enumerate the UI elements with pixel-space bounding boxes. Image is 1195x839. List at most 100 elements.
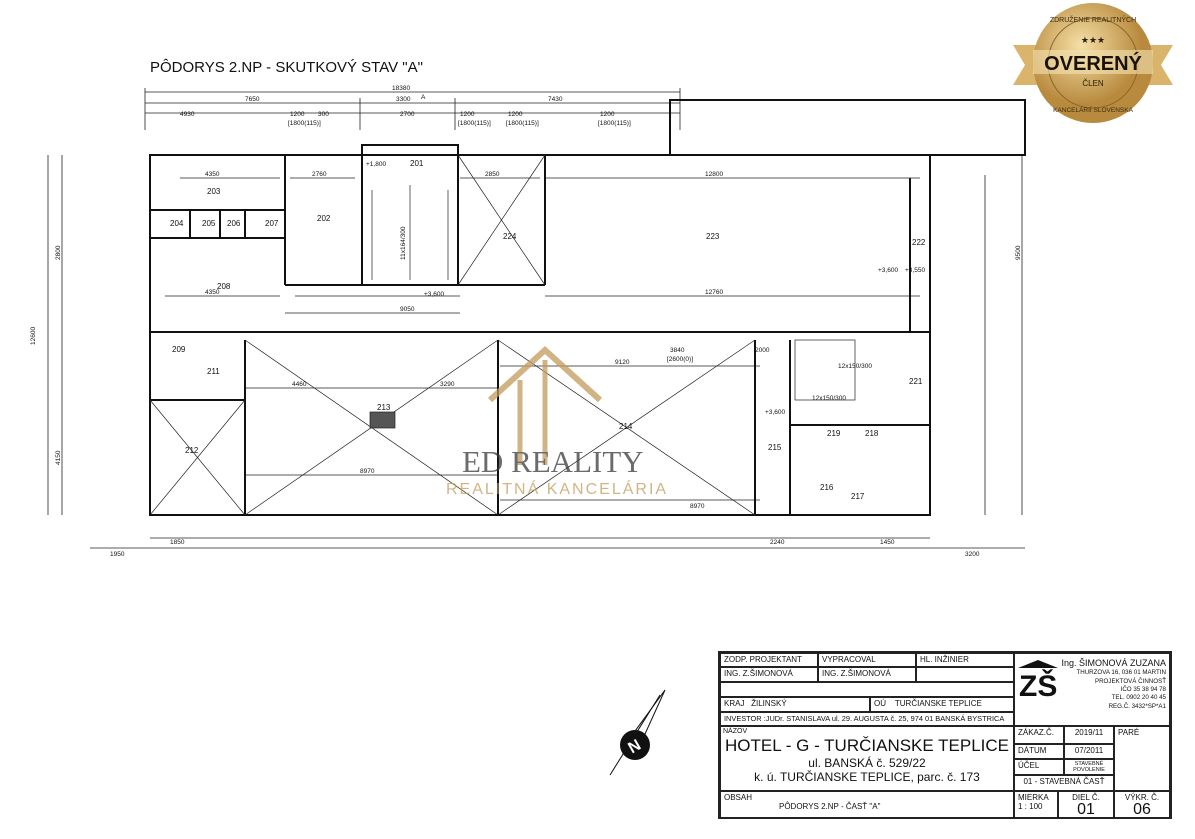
room-205: 205 <box>202 219 216 228</box>
zakaz-value: 2019/11 <box>1064 726 1114 744</box>
firm-cell: ZŠ Ing. ŠIMONOVÁ ZUZANA THURZOVA 16, 036… <box>1014 653 1170 726</box>
north-arrow: N <box>609 689 666 776</box>
obsah-cell: OBSAH PÔDORYS 2.NP - ČASŤ "A" <box>720 791 1014 819</box>
kraj-cell: KRAJ ŽILINSKÝ <box>720 697 870 712</box>
firm-address: THURZOVA 16, 036 01 MARTIN <box>1076 669 1166 677</box>
vykres-value: 06 <box>1133 801 1151 818</box>
room-214: 214 <box>619 422 633 431</box>
watermark-brand: ED REALITY <box>462 444 644 479</box>
diel-value: 01 <box>1077 801 1095 818</box>
firm-tel: TEL. 0902 20 40 45 <box>1111 694 1166 702</box>
vykres-cell: VÝKR. Č.06 <box>1114 791 1170 819</box>
room-213: 213 <box>377 403 391 412</box>
drawing-title: PÔDORYS 2.NP - SKUTKOVÝ STAV "A" <box>150 59 423 76</box>
dim-bottom: 3200 <box>965 551 980 558</box>
dim-window-spec: [1800(115)] <box>288 120 321 127</box>
verified-member-badge: ZDRUŽENIE REALITNÝCH ★★★ OVERENÝ ČLEN KA… <box>1013 3 1173 123</box>
dim-inner: 9050 <box>400 306 415 313</box>
dim-inner: 2850 <box>485 171 500 178</box>
diel-label: DIEL Č. <box>1072 793 1100 802</box>
stairs-and-voids <box>149 154 856 516</box>
room-223: 223 <box>706 232 720 241</box>
dim-inner: 8970 <box>690 503 705 510</box>
dim-inner: 2760 <box>312 171 327 178</box>
room-217: 217 <box>851 492 865 501</box>
firm-activity: PROJEKTOVÁ ČINNOSŤ <box>1094 677 1166 685</box>
empty-cell <box>720 682 1014 697</box>
dim-bottom: 2240 <box>770 539 785 546</box>
room-219: 219 <box>827 429 841 438</box>
watermark-subtitle: REALITNÁ KANCELÁRIA <box>446 479 668 498</box>
dim-left: 4150 <box>55 450 62 465</box>
walls <box>149 99 1026 516</box>
dim-inner: 3290 <box>440 381 455 388</box>
dim-right: 9500 <box>1015 245 1022 260</box>
dim-window: 1200 <box>290 111 305 118</box>
kraj-label: KRAJ <box>724 699 745 708</box>
dim-total: 18380 <box>392 85 410 92</box>
level-mark: +3,600 <box>424 291 444 298</box>
ou-cell: OÚ TURČIANSKE TEPLICE <box>870 697 1014 712</box>
badge-bottom-text: KANCELÁRIÍ SLOVENSKA <box>1053 105 1133 114</box>
dim-top-right: 7430 <box>548 96 563 103</box>
dim-inner: 4350 <box>205 289 220 296</box>
dim-window: 1200 <box>600 111 615 118</box>
vykres-label: VÝKR. Č. <box>1124 793 1160 802</box>
ou-label: OÚ <box>874 699 886 708</box>
level-mark: +3,550 <box>905 267 925 274</box>
firm-name: Ing. ŠIMONOVÁ ZUZANA <box>1061 658 1166 668</box>
ou-value: TURČIANSKE TEPLICE <box>894 699 982 708</box>
kraj-value: ŽILINSKÝ <box>751 699 787 708</box>
section-marker: A <box>421 94 426 101</box>
cast: 01 - STAVEBNÁ ČASŤ <box>1014 775 1114 791</box>
stairs-label: 11x164/300 <box>400 226 407 260</box>
dim-inner: 2000 <box>755 347 770 354</box>
diel-cell: DIEL Č.01 <box>1058 791 1114 819</box>
dim-bottom: 1850 <box>170 539 185 546</box>
level-mark: +3,600 <box>765 409 785 416</box>
stairs-label: 12x150/300 <box>812 395 846 402</box>
room-224: 224 <box>503 232 517 241</box>
dim-pier: 300 <box>318 111 329 118</box>
room-221: 221 <box>909 377 923 386</box>
dim-left: 2800 <box>55 245 62 260</box>
hl-label: HL. INŽINIER <box>916 653 1014 667</box>
dim-window-spec: [1800(115)] <box>598 120 631 127</box>
dim-seg: 2700 <box>400 111 415 118</box>
empty-cell <box>916 667 1014 682</box>
mierka-label: MIERKA <box>1018 793 1049 802</box>
room-222: 222 <box>912 238 926 247</box>
dim-inner: 8970 <box>360 468 375 475</box>
room-203: 203 <box>207 187 221 196</box>
firm-logo: ZŠ <box>1019 670 1058 703</box>
room-202: 202 <box>317 214 331 223</box>
obsah-label: OBSAH <box>724 793 753 802</box>
room-209: 209 <box>172 345 186 354</box>
dim-window-spec: [1800(115)] <box>506 120 539 127</box>
dim-left-total: 12600 <box>30 327 37 345</box>
room-211: 211 <box>207 367 220 376</box>
room-215: 215 <box>768 443 782 452</box>
badge-member-text: ČLEN <box>1082 79 1104 88</box>
ucel-value: STAVEBNÉ POVOLENIE <box>1064 759 1114 775</box>
title-block: ZODP. PROJEKTANT VYPRACOVAL HL. INŽINIER… <box>718 651 1172 819</box>
room-207: 207 <box>265 219 279 228</box>
level-mark: +1,800 <box>366 161 386 168</box>
stars-icon: ★★★ <box>1081 35 1105 45</box>
obsah-value: PÔDORYS 2.NP - ČASŤ "A" <box>779 802 881 811</box>
level-mark: +3,600 <box>878 267 898 274</box>
datum-label: DÁTUM <box>1014 744 1064 759</box>
badge-top-text: ZDRUŽENIE REALITNÝCH <box>1050 15 1136 24</box>
room-204: 204 <box>170 219 184 228</box>
watermark: ED REALITY REALITNÁ KANCELÁRIA <box>446 345 668 498</box>
dim-inner: 3840 <box>670 347 685 354</box>
vyprac-label: VYPRACOVAL <box>818 653 916 667</box>
ucel-label: ÚČEL <box>1014 759 1064 775</box>
project-parcel: k. ú. TURČIANSKE TEPLICE, parc. č. 173 <box>754 770 980 784</box>
nazov-label: NÁZOV <box>723 728 748 735</box>
dimension-lines <box>47 88 1025 549</box>
investor: INVESTOR :JUDr. STANISLAVA ul. 29. AUGUS… <box>720 712 1014 726</box>
room-216: 216 <box>820 483 834 492</box>
